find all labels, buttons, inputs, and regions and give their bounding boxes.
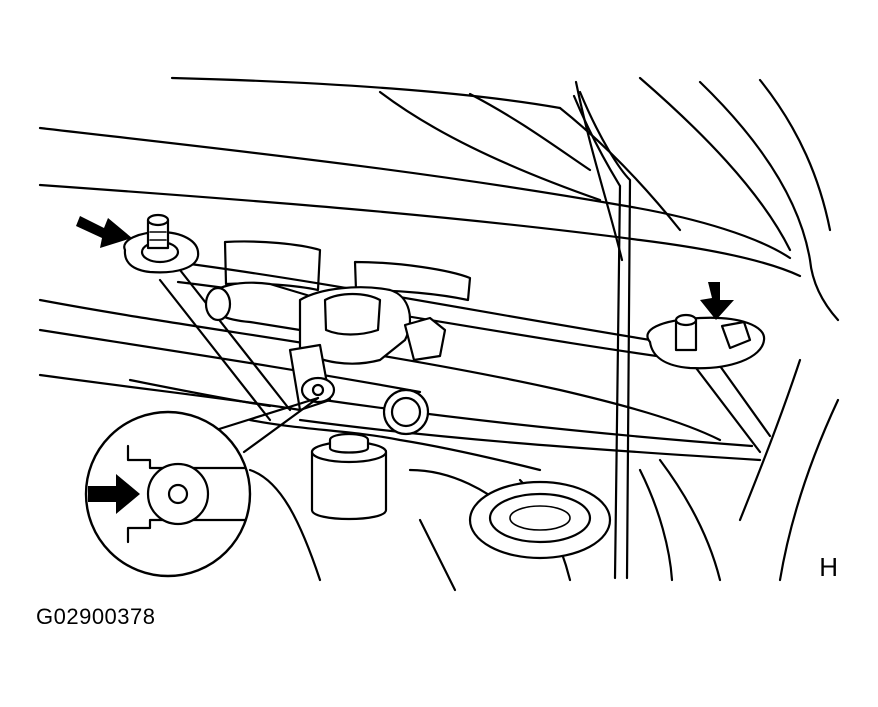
reservoir-cap [310,432,388,521]
motor-bolt [300,376,336,404]
round-component [468,480,612,560]
right-pivot [646,313,766,370]
detail-arrow [88,474,140,514]
wiper-link-rod [158,260,772,462]
hood-prop-rod [572,90,632,580]
wiper-motor [204,281,447,412]
arrow-icon [76,216,734,514]
engine-bay [248,358,840,592]
grommet [382,388,430,436]
cowl-panel [38,240,722,442]
left-bolt-arrow [76,216,132,248]
figure-id-label: G02900378 [36,604,156,629]
view-code-label: H [819,552,838,582]
hood-outline [38,76,840,322]
left-pivot [123,213,200,274]
detail-leader [214,396,320,454]
detail-view [84,410,252,578]
right-bolt-arrow [700,282,734,320]
